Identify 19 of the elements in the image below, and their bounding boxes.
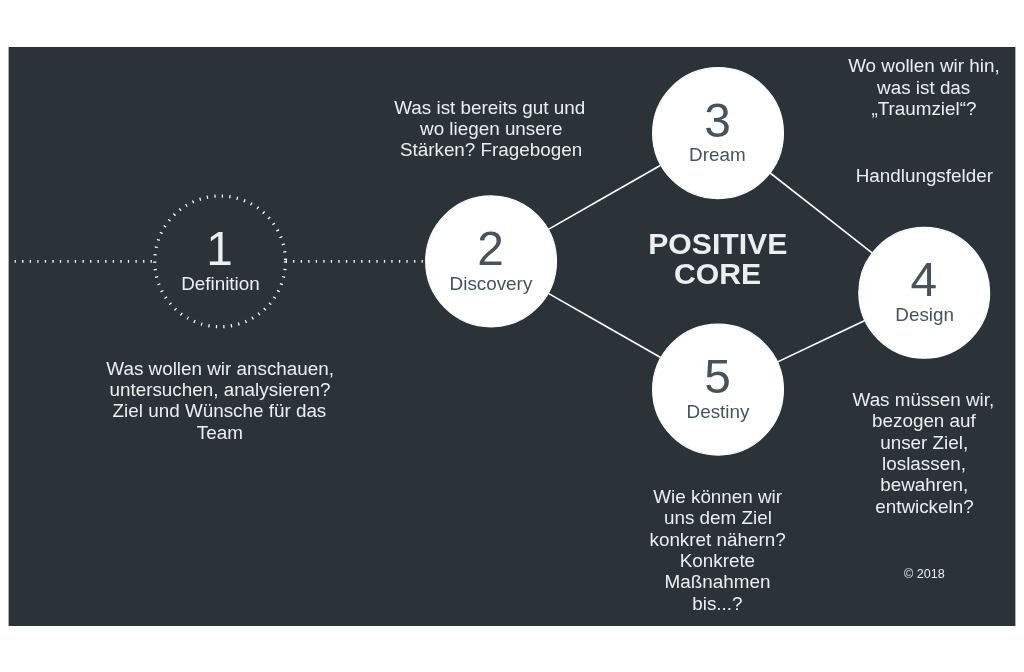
node-label: Handlungsfelder: [855, 164, 993, 186]
node-circle: 1 Definition: [153, 193, 288, 328]
connector: [547, 292, 662, 358]
node-circle: 4 Design: [858, 226, 991, 359]
node-label: Was müssen wir, bezogen auf unser Ziel, loslassen, bewahren, entwickeln?: [852, 388, 995, 517]
node-label: Was wollen wir anschauen, untersuchen, analysieren? Ziel und Wünsche für das Team: [106, 357, 334, 443]
node-circle: 5 Destiny: [652, 323, 785, 456]
connector: [285, 259, 426, 263]
label: © 2018: [904, 566, 945, 581]
connector: [14, 259, 155, 263]
node-label: Wie können wir uns dem Ziel konkret nähern? Konkrete Maßnahmen bis...?: [649, 485, 786, 614]
node-label: Was ist bereits gut und wo liegen unsere Stärken? Fragebogen: [394, 96, 586, 160]
connector: [769, 171, 873, 254]
node-circle: 2 Discovery: [425, 194, 558, 327]
connector: [776, 319, 866, 363]
node-circle: 3 Dream: [652, 66, 785, 199]
connector: [547, 163, 662, 230]
node-label: Wo wollen wir hin, was ist das „Traumziel“?: [848, 54, 1000, 119]
label: POSITIVE CORE: [648, 226, 788, 290]
